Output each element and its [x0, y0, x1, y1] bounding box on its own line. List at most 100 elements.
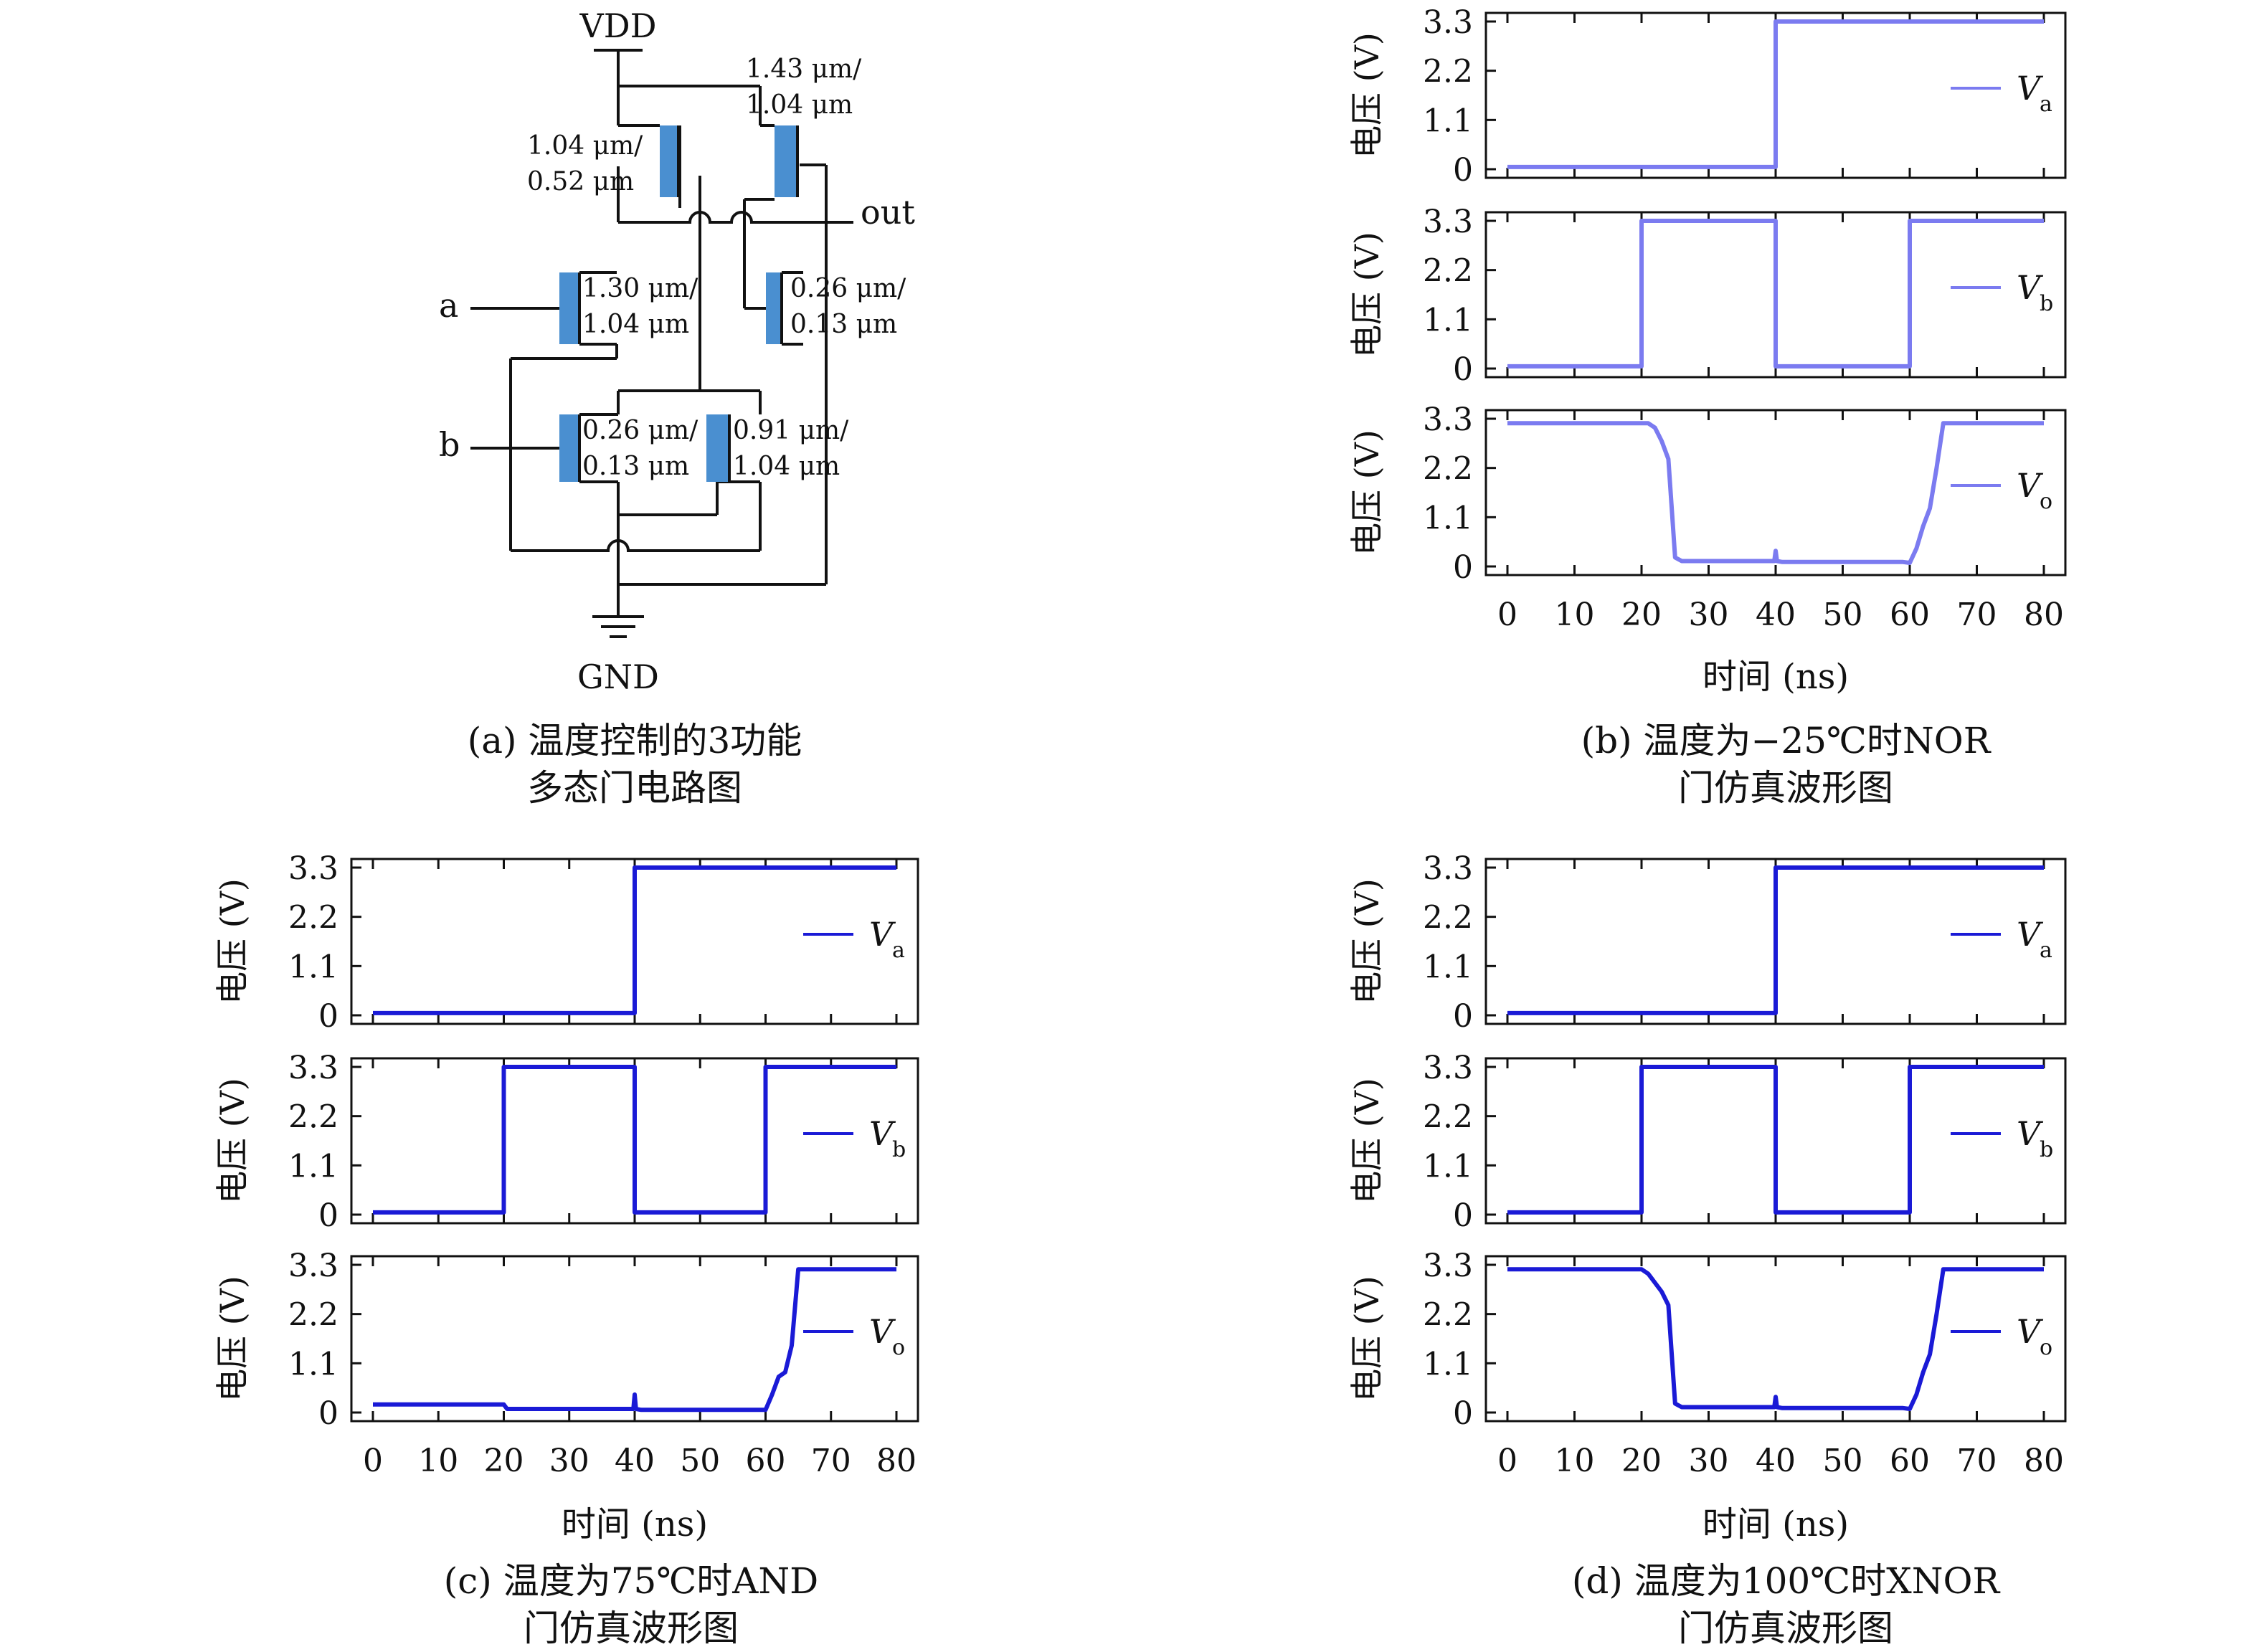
- x-tick-label: 20: [484, 1443, 524, 1479]
- chart-c-subplot-1: 01.12.23.3电压 (V)Va: [213, 850, 919, 1035]
- chart-b-subplot-1: 01.12.23.3电压 (V)Va: [1348, 4, 2067, 189]
- legend-label: V: [2017, 268, 2044, 307]
- y-tick-label: 1.1: [1423, 500, 1473, 536]
- x-tick-label: 50: [1823, 597, 1863, 633]
- y-tick-label: 2.2: [1423, 253, 1473, 290]
- y-tick-label: 2.2: [1423, 1099, 1473, 1136]
- x-tick-label: 0: [363, 1443, 383, 1479]
- x-axis-label: 时间 (ns): [1702, 657, 1849, 697]
- legend-subscript: b: [892, 1137, 906, 1162]
- series-line-a: [1507, 865, 2044, 1015]
- transistor-size-bottom-1: 0.52 μm: [527, 167, 634, 196]
- x-tick-label: 60: [746, 1443, 786, 1479]
- series-line-o: [1507, 1267, 2044, 1411]
- caption-b-line2: 门仿真波形图: [1678, 767, 1893, 809]
- x-tick-label: 30: [549, 1443, 589, 1479]
- legend-subscript: a: [2040, 92, 2052, 117]
- caption-a: (a) 温度控制的3功能 多态门电路图: [402, 717, 868, 812]
- y-tick-label: 2.2: [1423, 54, 1473, 90]
- series-line-a: [373, 865, 896, 1015]
- legend-label: V: [2017, 1114, 2044, 1153]
- legend-subscript: a: [892, 938, 905, 963]
- legend-label: V: [2017, 915, 2044, 954]
- x-axis-label: 时间 (ns): [1702, 1504, 1849, 1544]
- transistor-size-top-6: 0.91 μm/: [733, 416, 849, 445]
- series-line-o: [373, 1267, 896, 1413]
- x-axis-label: 时间 (ns): [562, 1504, 708, 1544]
- y-axis-label: 电压 (V): [1348, 1276, 1386, 1402]
- x-tick-label: 0: [1497, 597, 1517, 633]
- gnd-label: GND: [577, 658, 659, 696]
- y-axis-label: 电压 (V): [1348, 429, 1386, 556]
- caption-b-line1: (b) 温度为−25℃时NOR: [1581, 720, 1991, 761]
- vdd-label: VDD: [579, 6, 657, 45]
- x-tick-label: 0: [1497, 1443, 1517, 1479]
- legend-subscript: b: [2040, 1137, 2053, 1162]
- series-line-b: [1507, 219, 2044, 369]
- x-tick-label: 50: [1823, 1443, 1863, 1479]
- y-tick-label: 0: [1453, 152, 1473, 189]
- x-tick-label: 70: [1957, 1443, 1997, 1479]
- x-tick-label: 20: [1621, 597, 1662, 633]
- legend-subscript: o: [892, 1335, 905, 1360]
- legend-label: V: [869, 1312, 896, 1351]
- y-tick-label: 1.1: [1423, 1346, 1473, 1382]
- x-tick-label: 60: [1890, 597, 1930, 633]
- chart-d-subplot-1: 01.12.23.3电压 (V)Va: [1348, 850, 2067, 1035]
- y-tick-label: 3.3: [288, 1248, 338, 1284]
- y-tick-label: 1.1: [288, 1346, 338, 1382]
- transistor-6: [706, 414, 729, 482]
- transistor-1: [660, 125, 678, 197]
- y-tick-label: 0: [318, 998, 338, 1035]
- y-tick-label: 0: [1453, 1197, 1473, 1234]
- y-tick-label: 0: [318, 1197, 338, 1234]
- y-tick-label: 2.2: [288, 1297, 338, 1334]
- transistor-4: [766, 272, 782, 344]
- y-tick-label: 1.1: [288, 949, 338, 985]
- x-tick-label: 80: [2024, 597, 2064, 633]
- transistor-size-top-1: 1.04 μm/: [527, 131, 643, 161]
- x-tick-label: 50: [680, 1443, 720, 1479]
- series-line-o: [1507, 421, 2044, 565]
- legend-label: V: [2017, 69, 2044, 108]
- caption-a-line2: 多态门电路图: [527, 767, 742, 809]
- y-tick-label: 3.3: [288, 1050, 338, 1086]
- chart-b-subplot-2: 01.12.23.3电压 (V)Vb: [1348, 204, 2067, 388]
- chart-b-subplot-3: 01.12.23.3电压 (V)Vo: [1348, 402, 2067, 586]
- x-tick-label: 40: [1756, 597, 1796, 633]
- y-tick-label: 2.2: [1423, 451, 1473, 488]
- y-axis-label: 电压 (V): [1348, 878, 1386, 1005]
- y-tick-label: 2.2: [1423, 900, 1473, 936]
- x-tick-label: 30: [1689, 1443, 1729, 1479]
- x-tick-label: 10: [418, 1443, 458, 1479]
- circuit-wires: [470, 49, 853, 638]
- caption-b: (b) 温度为−25℃时NOR 门仿真波形图: [1463, 717, 2108, 812]
- caption-c: (c) 温度为75℃时AND 门仿真波形图: [308, 1557, 954, 1652]
- transistor-size-bottom-4: 0.13 μm: [790, 310, 897, 339]
- y-axis-label: 电压 (V): [1348, 232, 1386, 358]
- y-tick-label: 3.3: [1423, 850, 1473, 887]
- y-tick-label: 1.1: [288, 1148, 338, 1185]
- caption-a-line1: (a) 温度控制的3功能: [467, 720, 802, 761]
- y-tick-label: 1.1: [1423, 103, 1473, 139]
- y-tick-label: 2.2: [1423, 1297, 1473, 1334]
- legend-subscript: b: [2040, 291, 2053, 316]
- transistor-size-bottom-3: 1.04 μm: [582, 310, 689, 339]
- y-axis-label: 电压 (V): [213, 878, 252, 1005]
- x-tick-label: 80: [876, 1443, 917, 1479]
- y-tick-label: 0: [1453, 998, 1473, 1035]
- y-tick-label: 2.2: [288, 1099, 338, 1136]
- y-tick-label: 2.2: [288, 900, 338, 936]
- series-line-b: [1507, 1065, 2044, 1215]
- x-tick-label: 30: [1689, 597, 1729, 633]
- chart-d-subplot-3: 01.12.23.3电压 (V)Vo: [1348, 1248, 2067, 1432]
- y-tick-label: 3.3: [1423, 4, 1473, 41]
- series-line-b: [373, 1065, 896, 1215]
- transistor-5: [559, 414, 579, 482]
- transistor-size-bottom-2: 1.04 μm: [746, 90, 853, 120]
- x-tick-label: 10: [1555, 1443, 1595, 1479]
- chart-c-subplot-3: 01.12.23.3电压 (V)Vo: [213, 1248, 919, 1432]
- transistor-size-bottom-5: 0.13 μm: [582, 452, 689, 481]
